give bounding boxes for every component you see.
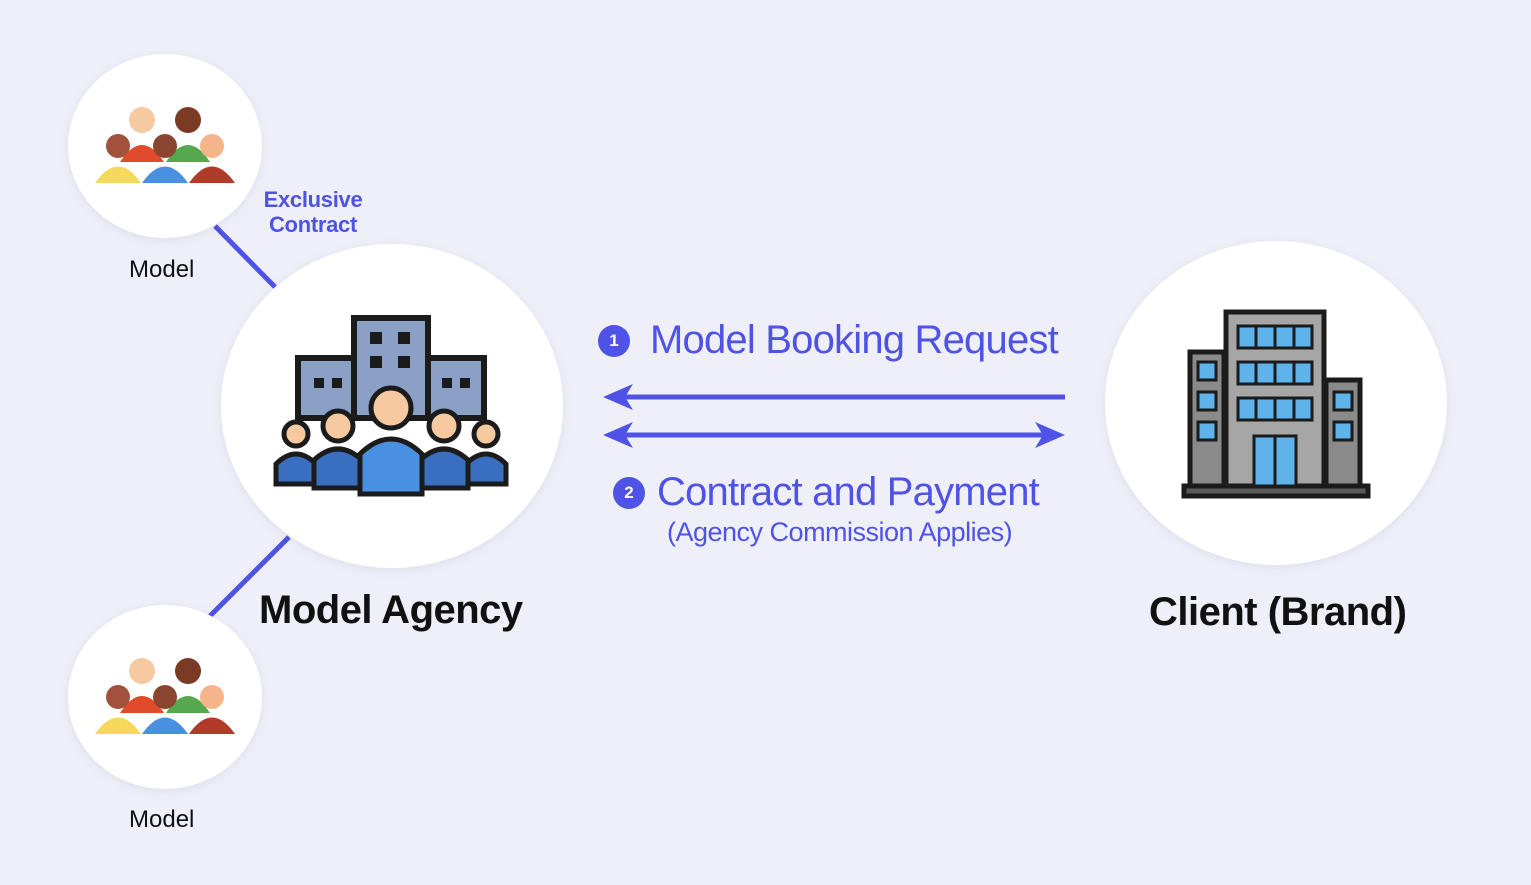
exclusive-contract-line2: Contract (268, 212, 358, 237)
exclusive-contract-line1: Exclusive (263, 187, 363, 212)
contract-payment-label: 2 Contract and Payment (613, 470, 1040, 515)
model-label-top: Model (129, 256, 195, 283)
commission-note: (Agency Commission Applies) (667, 517, 1013, 547)
people-group-icon (95, 107, 235, 183)
step-number-2: 2 (613, 476, 645, 509)
flow-arrows (603, 384, 1065, 448)
office-building-icon (1181, 309, 1371, 499)
booking-request-text: Model Booking Request (650, 318, 1059, 362)
client-label: Client (Brand) (1149, 590, 1407, 634)
model-label-bottom: Model (129, 806, 195, 833)
connector-bottom-model (208, 535, 291, 618)
contract-payment-text: Contract and Payment (657, 470, 1040, 514)
contract-payment-arrow (603, 422, 1065, 448)
people-group-icon (95, 658, 235, 734)
exclusive-contract-label: Exclusive Contract (258, 187, 368, 237)
connector-top-model (213, 224, 277, 289)
step-number-1: 1 (598, 324, 630, 357)
agency-label: Model Agency (259, 588, 523, 632)
agency-people-building-icon (273, 315, 509, 497)
booking-request-label: 1 Model Booking Request (598, 318, 1059, 363)
booking-request-arrow (603, 384, 1065, 410)
